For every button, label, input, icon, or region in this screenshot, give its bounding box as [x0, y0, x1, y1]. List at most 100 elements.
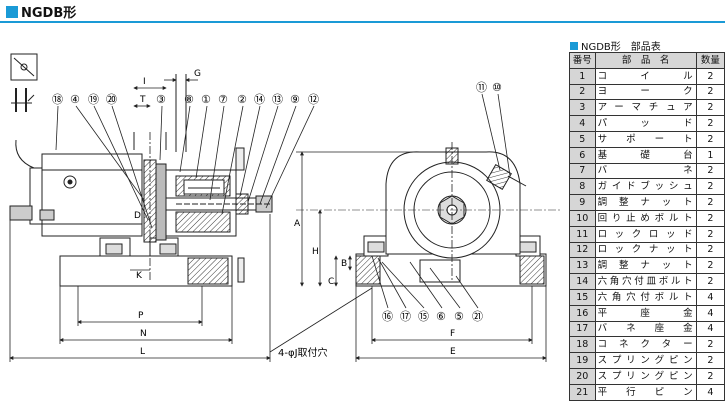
part-number: 10	[569, 209, 596, 227]
part-name: サポート	[594, 130, 697, 148]
col-name: 部 品 名	[594, 52, 697, 69]
part-number: 5	[569, 130, 596, 148]
callout-label: ⑩	[492, 81, 502, 94]
part-number: 19	[569, 352, 596, 369]
part-quantity: 4	[695, 320, 725, 338]
callout-label: ③	[156, 93, 166, 106]
connector-symbol-icon	[10, 53, 38, 169]
part-quantity: 2	[695, 257, 725, 275]
part-name: 回り止めボルト	[594, 209, 697, 227]
part-number: 1	[569, 67, 596, 85]
part-quantity: 2	[695, 99, 725, 117]
dim-label-H: H	[312, 247, 319, 257]
callout-label: ⑬	[272, 93, 283, 106]
part-number: 18	[569, 336, 596, 354]
part-quantity: 2	[695, 352, 725, 369]
part-name: ガイドブッシュ	[594, 178, 697, 196]
dim-label-I: I	[143, 77, 146, 87]
front-callouts	[55, 105, 315, 229]
part-number: 21	[569, 383, 596, 401]
part-quantity: 2	[695, 241, 725, 259]
dim-label-E: E	[450, 347, 456, 357]
part-name: コイル	[594, 67, 697, 85]
part-quantity: 2	[695, 67, 725, 85]
part-name: ロックロッド	[594, 225, 697, 243]
dim-label-B: B	[341, 259, 347, 269]
part-quantity: 2	[695, 83, 725, 101]
part-name: スプリングピン	[594, 367, 697, 385]
part-name: 六角穴付ボルト	[594, 288, 697, 306]
col-no: 番号	[569, 52, 596, 69]
dim-label-T: T	[139, 95, 146, 105]
part-number: 15	[569, 288, 596, 306]
part-number: 12	[569, 241, 596, 259]
part-number: 14	[569, 273, 596, 290]
dim-label-N: N	[140, 329, 147, 339]
front-view	[9, 74, 273, 287]
callout-label: ⑲	[88, 93, 99, 106]
dim-label-K: K	[136, 271, 143, 281]
part-name: ヨーク	[594, 83, 697, 101]
part-quantity: 2	[695, 225, 725, 243]
dim-label-F: F	[450, 329, 455, 339]
part-quantity: 4	[695, 304, 725, 322]
part-quantity: 2	[695, 162, 725, 180]
part-quantity: 2	[695, 336, 725, 354]
col-qty: 数量	[695, 52, 725, 69]
part-name: 基礎台	[594, 146, 697, 164]
dim-label-P: P	[138, 311, 144, 321]
callout-label: ⑧	[184, 93, 194, 106]
part-quantity: 2	[695, 178, 725, 196]
front-dimensions	[9, 78, 271, 362]
part-name: バネ座金	[594, 320, 697, 338]
parts-table-title: NGDB形 部品表	[570, 38, 661, 53]
page-title: NGDB形	[6, 2, 76, 21]
part-name: コネクター	[594, 336, 697, 354]
callout-label: ㉑	[472, 310, 483, 323]
part-name: スプリングピン	[594, 352, 697, 369]
side-dimensions	[269, 151, 547, 362]
callout-label: ⑭	[254, 93, 265, 106]
callout-label: ⑫	[308, 93, 319, 106]
parts-table-header: 番号 部 品 名 数量	[569, 52, 725, 69]
callout-label: ⑥	[436, 310, 446, 323]
part-name: 平行ピン	[594, 383, 697, 401]
table-title-marker-icon	[570, 41, 578, 50]
part-quantity: 2	[695, 115, 725, 132]
part-number: 6	[569, 146, 596, 164]
callout-label: ⑪	[476, 81, 487, 94]
page-title-text: NGDB形	[21, 6, 77, 21]
part-number: 3	[569, 99, 596, 117]
front-callout-labels: ⑱ ④ ⑲ ⑳ ③ ⑧ ① ⑦ ② ⑭ ⑬ ⑨ ⑫	[52, 93, 319, 106]
part-name: ロックナット	[594, 241, 697, 259]
side-callouts	[371, 93, 511, 309]
part-number: 2	[569, 83, 596, 101]
callout-label: ④	[70, 93, 80, 106]
part-quantity: 2	[695, 194, 725, 211]
mount-hole-note: 4-φJ取付穴	[278, 346, 328, 359]
part-name: 調整ナット	[594, 194, 697, 211]
part-quantity: 2	[695, 367, 725, 385]
part-name: 調整ナット	[594, 257, 697, 275]
callout-label: ⑯	[382, 310, 393, 323]
callout-label: ①	[201, 93, 211, 106]
callout-label: ⑱	[52, 93, 63, 106]
dim-label-C: C	[328, 277, 334, 287]
part-number: 8	[569, 178, 596, 196]
